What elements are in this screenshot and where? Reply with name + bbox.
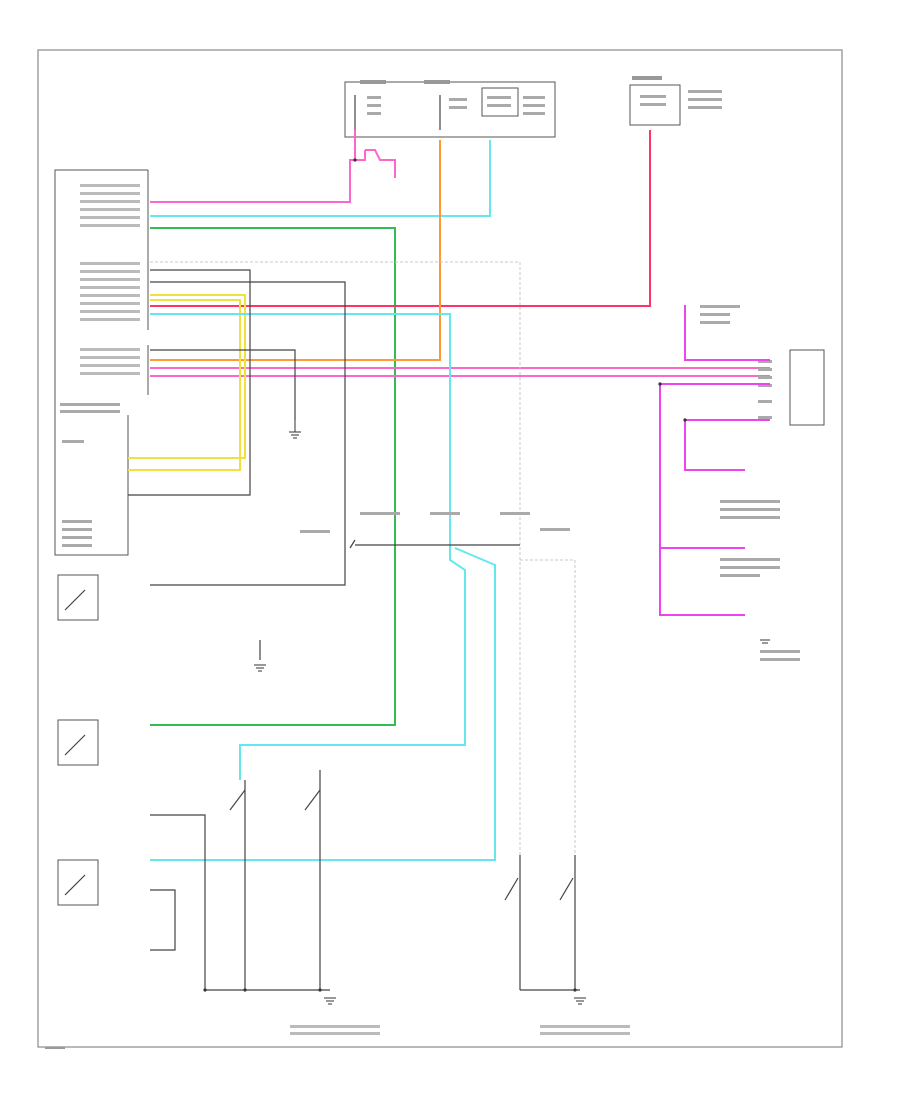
left-switch-3 (57, 859, 99, 906)
module-pin-labels (80, 184, 140, 375)
wire-cyan-mid (150, 313, 466, 780)
wire-cyan-top (150, 140, 491, 217)
bottom-switch-left (504, 855, 521, 990)
lower-wiring (150, 640, 580, 991)
center-switch-right (304, 770, 321, 830)
splice-dots (203, 158, 687, 992)
wire-black-group (128, 269, 346, 586)
wire-red-long (150, 130, 651, 307)
right-labels (700, 305, 800, 661)
ground-symbols (254, 420, 770, 1005)
wire-green-main (150, 227, 396, 726)
wire-orange-long (150, 140, 441, 361)
right-connector-block (758, 349, 825, 426)
wire-gray-guides (150, 261, 576, 855)
top-right-relay-box (629, 76, 722, 126)
bottom-ground-labels (45, 1025, 630, 1049)
top-fuse-block (344, 80, 556, 138)
diagram-frame (37, 49, 843, 1048)
center-connectors (300, 512, 570, 549)
wire-pink-right (150, 367, 770, 377)
center-switch-left (229, 780, 246, 830)
wire-cyan-low (150, 547, 496, 861)
wire-yellow-pair (128, 294, 246, 471)
bottom-switch-right (559, 855, 576, 990)
wire-pink-top (150, 130, 396, 203)
left-switch-1 (57, 574, 99, 621)
wire-violet-right (659, 305, 770, 616)
left-switch-2 (57, 719, 99, 766)
body-control-module (54, 169, 149, 556)
